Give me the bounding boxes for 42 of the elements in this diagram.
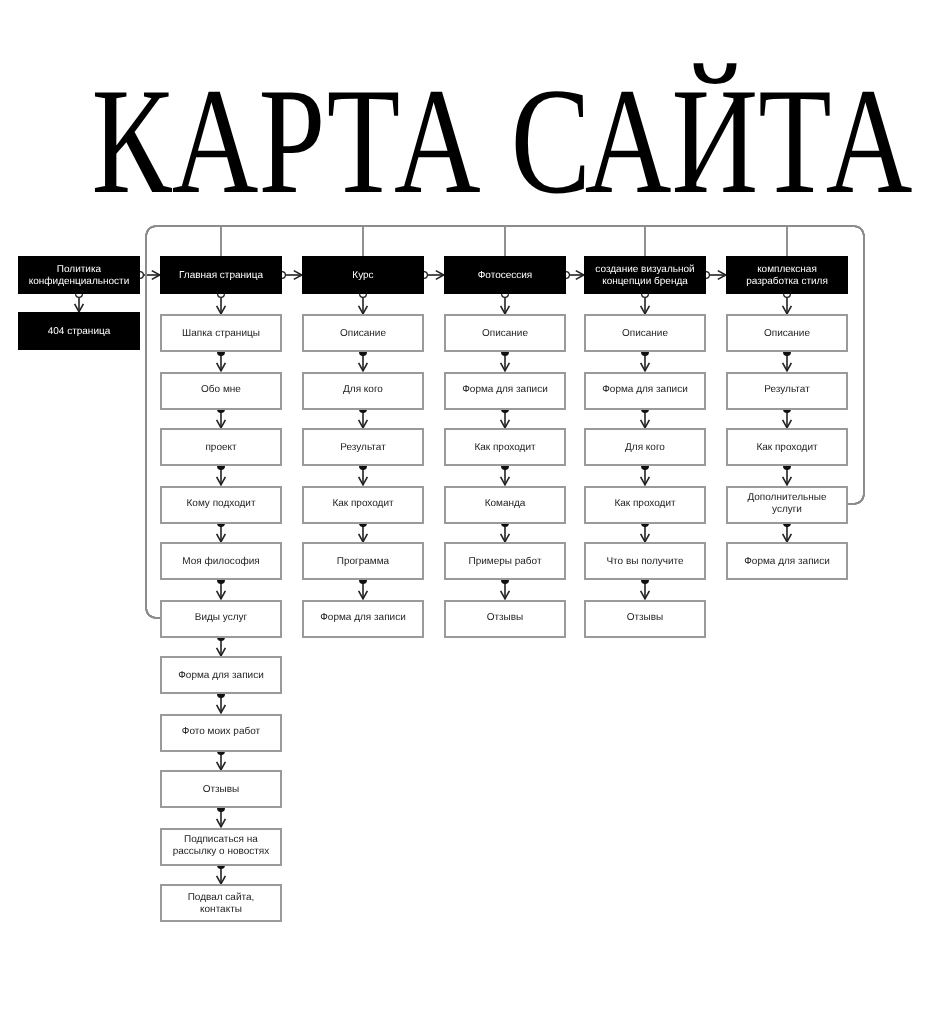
arrow — [499, 519, 511, 543]
arrow — [73, 290, 85, 313]
arrow — [499, 405, 511, 429]
arrow — [215, 690, 227, 714]
arrow — [781, 462, 793, 486]
arrow — [639, 348, 651, 372]
arrow — [781, 290, 793, 315]
title: КАРТА САЙТА — [89, 56, 915, 230]
arrow — [781, 348, 793, 372]
arrow — [781, 519, 793, 543]
arrow — [781, 405, 793, 429]
arrow — [136, 269, 161, 281]
arrow — [639, 462, 651, 486]
arrow — [215, 861, 227, 885]
arrow — [639, 519, 651, 543]
arrow — [215, 633, 227, 657]
arrow — [499, 290, 511, 315]
arrow — [215, 747, 227, 771]
arrow — [499, 462, 511, 486]
arrow — [702, 269, 727, 281]
arrow — [420, 269, 445, 281]
connector-line — [786, 225, 865, 505]
arrow — [215, 576, 227, 600]
arrow — [357, 348, 369, 372]
arrow — [357, 576, 369, 600]
arrow — [215, 348, 227, 372]
arrow — [639, 290, 651, 315]
arrow — [639, 576, 651, 600]
arrow — [215, 519, 227, 543]
arrow — [357, 405, 369, 429]
arrow — [357, 290, 369, 315]
arrow — [215, 290, 227, 315]
arrow — [357, 462, 369, 486]
arrow — [357, 519, 369, 543]
arrow — [278, 269, 303, 281]
arrow — [639, 405, 651, 429]
arrow — [215, 804, 227, 828]
arrow — [499, 576, 511, 600]
arrow — [499, 348, 511, 372]
arrow — [562, 269, 585, 281]
arrow — [215, 462, 227, 486]
arrow — [215, 405, 227, 429]
